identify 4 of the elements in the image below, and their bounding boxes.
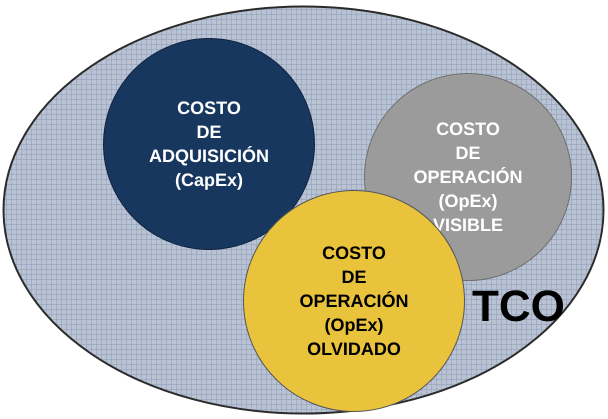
ellipse-label: TCO (472, 282, 565, 332)
circle-label: COSTO DE ADQUISICIÓN (CapEx) (148, 97, 270, 192)
circle-label: COSTO DE OPERACIÓN (OpEx) VISIBLE (412, 118, 524, 237)
circle-label: COSTO DE OPERACIÓN (OpEx) OLVIDADO (298, 242, 410, 361)
